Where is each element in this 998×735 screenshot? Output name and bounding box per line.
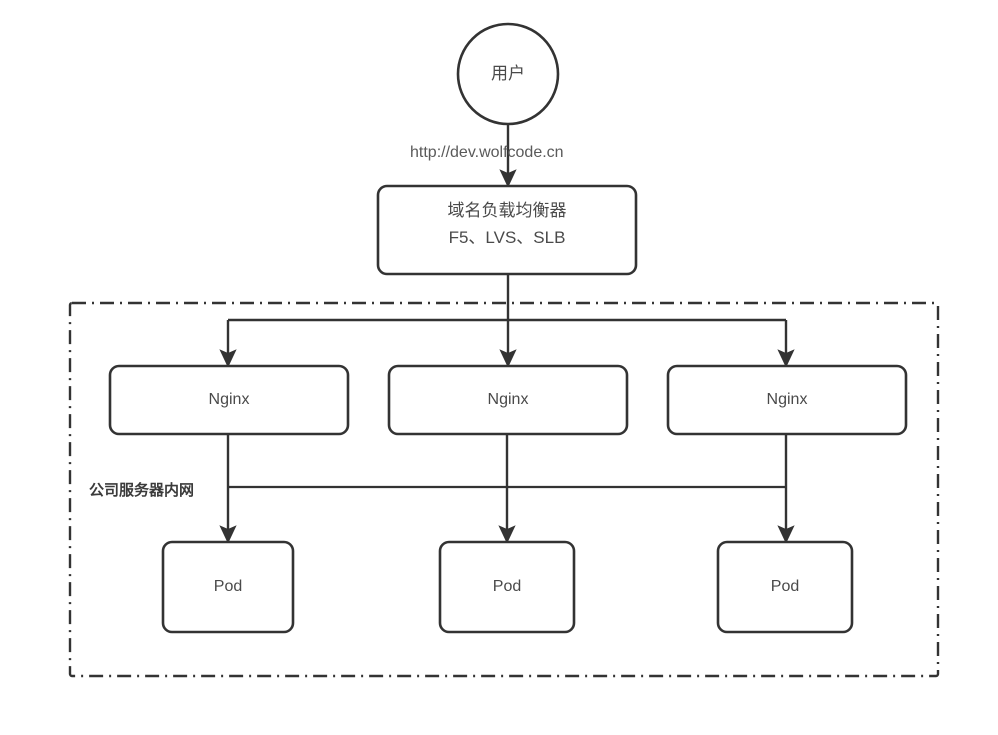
nginx-node-box-2[interactable] <box>387 364 629 436</box>
nginx-node-box-1[interactable] <box>108 364 350 436</box>
pod-node-box-2[interactable] <box>438 540 576 634</box>
loadbalancer-node-box[interactable] <box>376 184 638 276</box>
nginx-node-box-3[interactable] <box>666 364 908 436</box>
intranet-zone-label: 公司服务器内网 <box>86 479 198 500</box>
pod-node-box-3[interactable] <box>716 540 854 634</box>
intranet-zone-border <box>68 301 940 678</box>
user-node-circle[interactable] <box>456 22 560 126</box>
pod-node-box-1[interactable] <box>161 540 295 634</box>
edge-label-user-url: http://dev.wolfcode.cn <box>410 144 564 161</box>
